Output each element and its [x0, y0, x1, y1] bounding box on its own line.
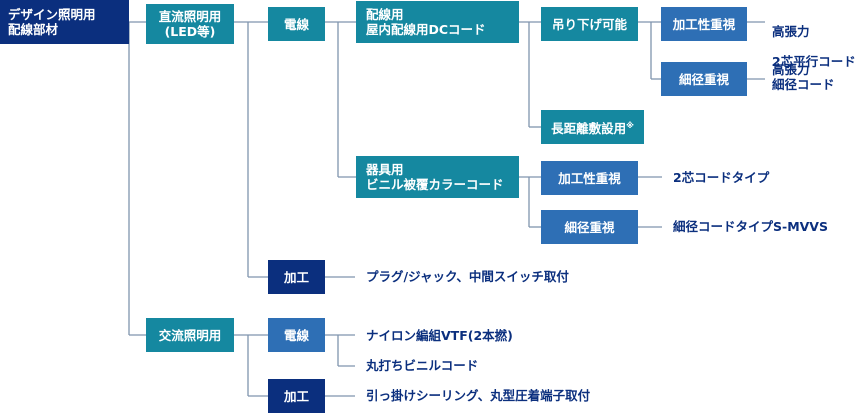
long-distance-note-mark: ※: [626, 120, 634, 130]
dc-wiring-line2: 屋内配線用DCコード: [366, 22, 486, 37]
ac-process-result: 引っ掛けシーリング、丸型圧着端子取付: [366, 388, 591, 403]
dc-wire-label: 電線: [283, 16, 309, 32]
dc-line2: (LED等): [164, 24, 216, 39]
hang-work-result-line2: 2芯平行コード: [772, 54, 856, 69]
dc-process-box: 加工: [268, 260, 325, 294]
device-thin-label: 細径重視: [564, 219, 615, 235]
hang-thin-label: 細径重視: [678, 71, 729, 87]
dc-lighting-box: 直流照明用 (LED等): [146, 4, 234, 44]
root-line2: 配線部材: [8, 22, 59, 37]
ac-lighting-box: 交流照明用: [146, 318, 234, 352]
hang-workability-result: 高張力 2芯平行コード: [772, 9, 856, 84]
dc-wiring-line1: 配線用: [366, 7, 404, 22]
long-distance-box: 長距離敷設用※: [541, 110, 644, 144]
dc-process-label: 加工: [283, 269, 309, 285]
hangable-label: 吊り下げ可能: [551, 16, 627, 32]
dc-device-box: 器具用 ビニル被覆カラーコード: [356, 156, 519, 198]
hang-work-result-line1: 高張力: [772, 24, 810, 39]
root-line1: デザイン照明用: [8, 7, 96, 22]
device-thin-result: 細径コードタイプS-MVVS: [673, 219, 828, 234]
ac-process-box: 加工: [268, 379, 325, 413]
hang-thin-result-line2: 細径コード: [772, 77, 835, 92]
hang-thin-box: 細径重視: [661, 62, 747, 96]
root-box: デザイン照明用 配線部材: [0, 0, 129, 44]
ac-wire-label: 電線: [283, 327, 309, 343]
dc-line1: 直流照明用: [158, 9, 222, 24]
ac-wire-box: 電線: [268, 318, 325, 352]
hangable-box: 吊り下げ可能: [541, 7, 638, 41]
dc-wiring-box: 配線用 屋内配線用DCコード: [356, 1, 519, 43]
hang-workability-box: 加工性重視: [661, 7, 747, 41]
ac-wire-result-1: ナイロン編組VTF(2本撚): [366, 328, 513, 343]
dc-device-line1: 器具用: [366, 162, 404, 177]
ac-process-label: 加工: [283, 388, 309, 404]
device-workability-label: 加工性重視: [558, 170, 621, 186]
ac-lighting-label: 交流照明用: [158, 327, 222, 343]
dc-device-line2: ビニル被覆カラーコード: [366, 177, 504, 192]
hang-thin-result-line1: 高張力: [772, 62, 810, 77]
device-thin-box: 細径重視: [541, 210, 638, 244]
ac-wire-result-2: 丸打ちビニルコード: [366, 358, 479, 373]
dc-wire-box: 電線: [268, 7, 325, 41]
hang-workability-label: 加工性重視: [672, 16, 736, 32]
long-distance-label: 長距離敷設用: [551, 121, 627, 137]
device-workability-result: 2芯コードタイプ: [673, 170, 770, 185]
device-workability-box: 加工性重視: [541, 161, 638, 195]
dc-process-result: プラグ/ジャック、中間スイッチ取付: [366, 269, 569, 284]
hang-thin-result: 高張力 細径コード: [772, 62, 835, 92]
